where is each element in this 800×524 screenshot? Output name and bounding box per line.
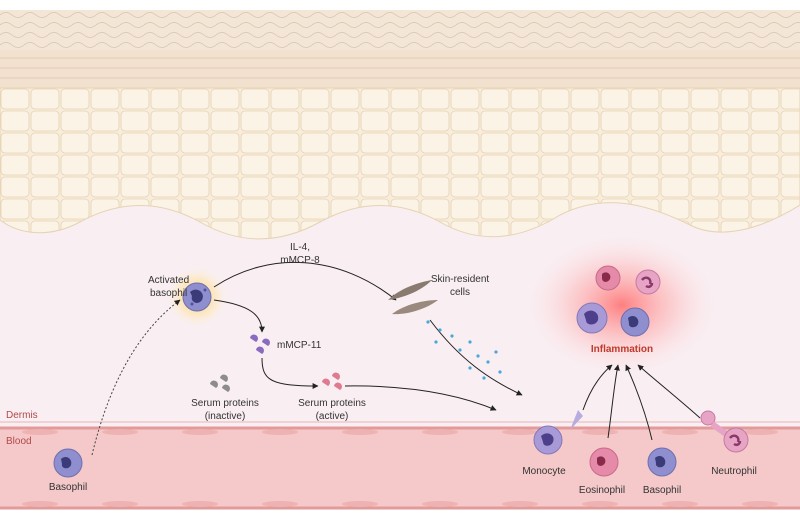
inflammation-glow	[527, 235, 717, 375]
basophil-blood-label: Basophil	[49, 482, 87, 493]
serum-proteins-active-icon	[322, 372, 342, 390]
endothelial-cells	[22, 429, 778, 507]
arrow-eosinophil	[607, 364, 620, 439]
arrow-basophil-right	[625, 364, 653, 441]
bottom-margin	[0, 510, 800, 524]
skin-resident-cells	[388, 280, 438, 315]
serum-active-label-2: (active)	[316, 411, 349, 422]
inflammation-cells	[576, 265, 661, 337]
eosinophil-label: Eosinophil	[579, 485, 625, 496]
serum-inactive-label-2: (inactive)	[205, 411, 246, 422]
granular-layer	[0, 50, 800, 88]
serum-active-label-1: Serum proteins	[298, 398, 366, 409]
arrow-mmcp11	[213, 299, 265, 333]
granular-lines	[0, 57, 800, 79]
arrow-il4	[213, 261, 397, 301]
activated-basophil-label-1: Activated	[148, 275, 189, 286]
basophil-blood-cell	[53, 448, 83, 478]
blood-label: Blood	[6, 436, 32, 447]
activated-basophil-label-2: basophil	[150, 288, 187, 299]
dermis-label: Dermis	[6, 410, 38, 421]
neutrophil-label: Neutrophil	[711, 466, 757, 477]
arrow-serum-to-inflammation	[344, 385, 497, 411]
activated-basophil-cell	[182, 282, 212, 312]
arrow-skin-cells	[429, 319, 523, 396]
blood-vessel	[0, 428, 800, 508]
monocyte-cell	[533, 410, 583, 455]
arrow-monocyte	[582, 364, 613, 411]
eosinophil-cell	[589, 447, 619, 477]
secreted-factors	[426, 320, 502, 380]
skin-resident-label-1: Skin-resident	[431, 274, 490, 285]
neutrophil-cell	[700, 410, 749, 453]
il4-label-1: IL-4,	[290, 242, 310, 253]
arrow-basophil-migration	[91, 299, 181, 456]
mmcp11-label: mMCP-11	[277, 340, 322, 351]
monocyte-label: Monocyte	[522, 466, 566, 477]
serum-inactive-label-1: Serum proteins	[191, 398, 259, 409]
basophil-right-label: Basophil	[643, 485, 681, 496]
inflammation-label: Inflammation	[591, 344, 653, 355]
mmcp11-molecules	[250, 334, 270, 354]
arrow-neutrophil	[637, 364, 701, 419]
arrow-activation	[261, 357, 319, 389]
stratum-corneum	[0, 10, 800, 50]
il4-label-2: mMCP-8	[280, 255, 320, 266]
serum-proteins-inactive-icon	[210, 374, 230, 392]
basophil-right-cell	[647, 447, 677, 477]
epidermis	[0, 87, 800, 240]
skin-resident-label-2: cells	[450, 287, 470, 298]
